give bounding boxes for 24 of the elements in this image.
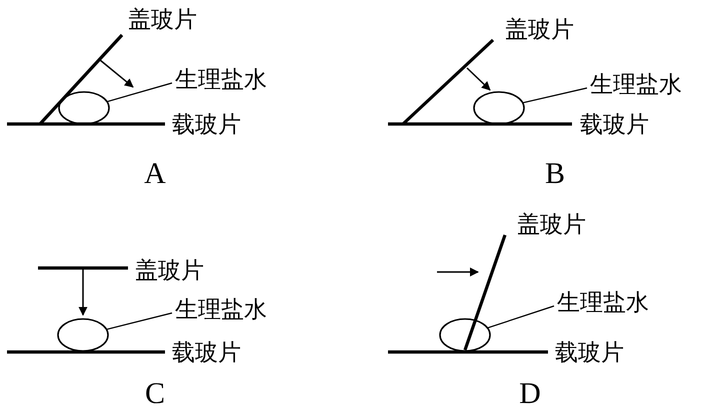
saline-droplet — [58, 91, 110, 125]
saline-droplet — [473, 91, 525, 125]
panel-letter: B — [545, 158, 565, 190]
leader-line — [106, 82, 172, 102]
leader-line — [522, 87, 588, 104]
panel-letter: C — [145, 378, 165, 410]
coverslip-label: 盖玻片 — [128, 7, 197, 33]
callout-label: 生理盐水 — [557, 290, 649, 316]
coverslip-label: 盖玻片 — [505, 17, 574, 43]
saline-droplet — [57, 318, 109, 352]
slide-label: 载玻片 — [172, 112, 241, 138]
callout-label: 生理盐水 — [175, 297, 267, 323]
callout-label: 生理盐水 — [175, 67, 267, 93]
leader-line — [106, 312, 172, 330]
callout-label: 生理盐水 — [590, 72, 682, 98]
slide-label: 载玻片 — [172, 340, 241, 366]
saline-droplet — [439, 318, 491, 352]
slide-label: 载玻片 — [580, 112, 649, 138]
panel-letter: D — [519, 378, 541, 410]
panel-letter: A — [144, 158, 166, 190]
coverslip-label: 盖玻片 — [517, 212, 586, 238]
leader-line — [487, 305, 554, 328]
coverslip-label: 盖玻片 — [135, 258, 204, 284]
slide-label: 载玻片 — [555, 340, 624, 366]
